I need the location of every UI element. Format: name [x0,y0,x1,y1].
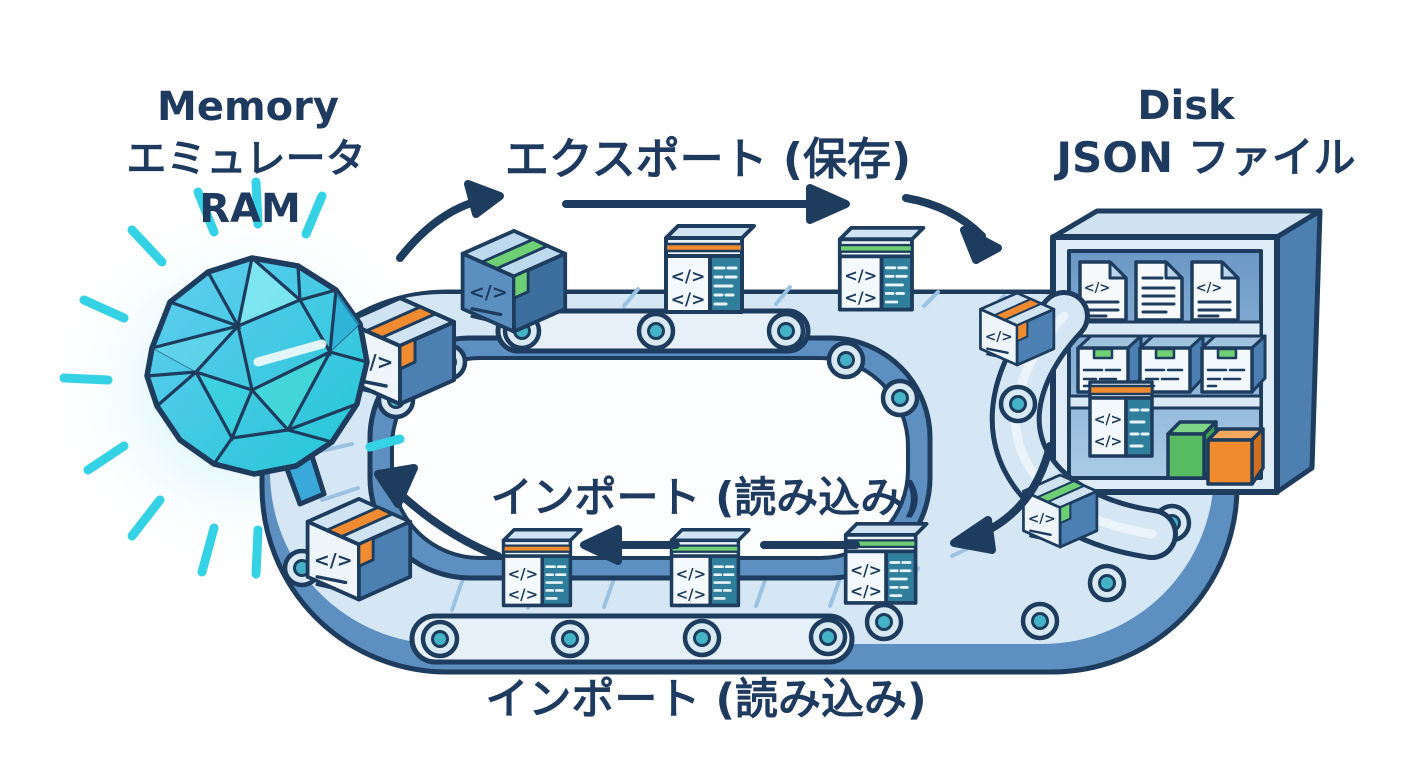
package-box-bottom-2 [669,528,751,608]
cabinet-shelf-1 [1078,260,1240,322]
code-glyph: </> [1094,412,1123,428]
code-package-box: </> </> [1088,380,1154,458]
export-label: エクスポート (保存) [505,134,911,185]
disk-title: Disk [1137,83,1236,129]
file-cabinet-icon: </> </> [989,208,1323,560]
orange-cube [1206,427,1265,486]
belt-center-hole [390,356,910,560]
shelf-slab-1 [1067,320,1263,338]
cabinet-shelf-3: </> </> [1088,380,1265,486]
arrow-curve-to-brain [394,488,502,560]
arrowhead [464,180,504,218]
arrowhead [580,525,622,565]
labels: Memory エミュレータ RAM エクスポート (保存) Disk JSON … [126,83,1355,725]
brain-rays [59,177,405,579]
import-label-bottom: インポート (読み込み) [485,675,926,725]
package-box-bottom-1 [843,522,929,605]
package-box-top-2 [460,228,568,334]
memory-ram-label: RAM [199,186,301,232]
flow-arrows [374,180,1054,565]
arrow-curve-into-disk [902,194,986,240]
code-glyph: </> [1094,434,1123,450]
belt-ribbon-front [989,290,1178,560]
conveyor-loop [259,285,1240,675]
disk-subtitle: JSON ファイル [1053,133,1355,182]
arrowhead [960,226,1002,264]
package-box-top-5 [979,291,1056,367]
package-box-bottom-3 [501,528,583,608]
package-box-top-3 [664,224,756,314]
memory-subtitle: エミュレータ [126,136,365,182]
arrowhead [950,516,996,554]
import-label-inner: インポート (読み込み) [490,473,921,522]
arrowhead [806,184,850,224]
belt-bottom-rail [409,613,855,665]
brain-facet-lines [145,256,369,466]
memory-title: Memory [157,84,339,130]
package-box-top-4 [837,225,926,312]
package-box-bottom-4 [305,496,413,602]
arrowhead [374,464,418,508]
brain-icon [59,177,405,579]
